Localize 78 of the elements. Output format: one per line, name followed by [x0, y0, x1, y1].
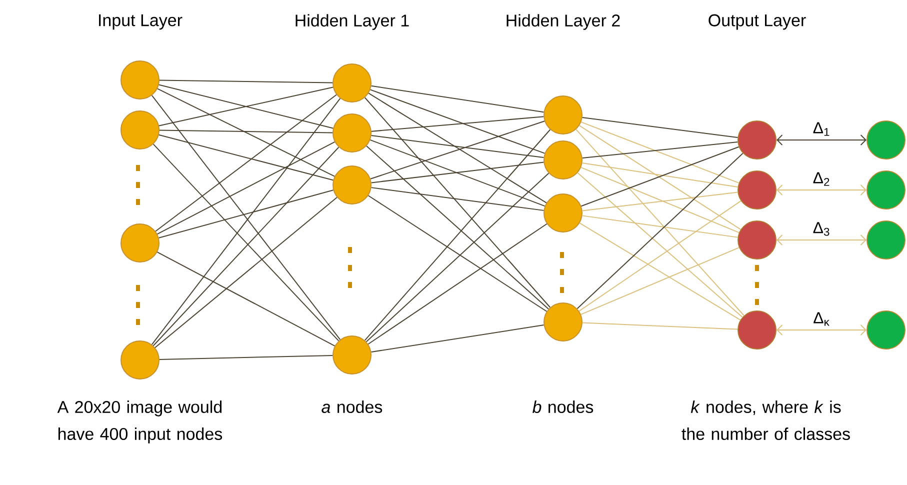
layer-title: Output Layer	[708, 14, 806, 30]
connection-line	[154, 196, 338, 348]
hidden-node	[332, 166, 372, 204]
connection-line	[368, 223, 548, 345]
connection-line	[776, 184, 867, 196]
connection-line	[580, 146, 740, 207]
edge-label: Δ$_{1}$	[812, 121, 832, 137]
caption: k nodes, where k is the number of classes	[682, 400, 850, 440]
output-node	[738, 120, 776, 160]
connection-line	[370, 162, 544, 184]
connection-line	[159, 130, 333, 134]
connection-line	[577, 172, 743, 318]
connection-line	[580, 122, 740, 184]
connection-line	[582, 322, 738, 330]
connection-line	[776, 324, 867, 336]
layer-title: Hidden Layer 2	[506, 14, 620, 30]
input-node	[120, 340, 160, 380]
target-node	[866, 220, 906, 260]
input-node	[120, 60, 160, 100]
connection-line	[156, 141, 336, 235]
caption: A 20x20 image would have 400 input nodes	[57, 400, 222, 444]
connection-line	[159, 354, 334, 360]
connection-line	[370, 85, 544, 113]
connection-line	[776, 234, 867, 246]
target-node	[866, 120, 906, 160]
connection-line	[364, 129, 551, 341]
connection-line	[582, 142, 738, 158]
hidden-node	[332, 336, 372, 374]
connection-line	[370, 187, 544, 211]
hidden-node	[332, 114, 372, 152]
target-node	[866, 170, 906, 210]
connection-line	[156, 252, 336, 346]
output-node	[738, 310, 776, 350]
connection-line	[366, 172, 550, 342]
connection-line	[366, 146, 549, 310]
caption: b nodes	[532, 400, 594, 414]
output-node	[738, 220, 776, 260]
connection-line	[576, 152, 744, 310]
connection-line	[368, 92, 547, 204]
output-node	[738, 170, 776, 210]
connection-line	[364, 97, 551, 308]
connection-line	[368, 195, 548, 312]
connection-line	[159, 80, 333, 84]
input-node	[120, 110, 160, 150]
edge-label: Δ$_{2}$	[812, 171, 832, 187]
target-node	[866, 310, 906, 350]
connection-line	[582, 117, 738, 138]
connection-line	[158, 190, 334, 238]
connection-line	[579, 222, 741, 320]
connection-line	[578, 200, 742, 312]
connection-line	[582, 215, 738, 238]
connection-line	[370, 120, 545, 180]
hidden-node	[332, 64, 372, 102]
connection-line	[370, 134, 544, 158]
edge-label: Δ$_{3}$	[812, 221, 832, 237]
connection-line	[582, 162, 738, 188]
input-node	[120, 224, 160, 262]
connection-line	[370, 324, 544, 352]
connection-line	[580, 247, 740, 315]
hidden-node	[544, 140, 582, 180]
connection-line	[582, 192, 738, 212]
connection-line	[776, 134, 867, 146]
connection-line	[155, 94, 337, 232]
hidden-node	[544, 96, 582, 134]
hidden-node	[544, 194, 582, 232]
connection-line	[156, 88, 336, 177]
connection-line	[158, 134, 334, 181]
connection-line	[370, 139, 546, 207]
connection-line	[578, 125, 742, 230]
connection-line	[576, 128, 744, 316]
connection-line	[580, 166, 740, 234]
connection-line	[370, 116, 544, 132]
layer-title: Input Layer	[99, 14, 182, 30]
caption: a nodes	[322, 400, 382, 414]
edge-label: Δ$_{κ}$	[812, 311, 831, 327]
hidden-node	[544, 302, 582, 342]
layer-title: Hidden Layer 1	[296, 14, 409, 30]
connection-line	[370, 89, 546, 154]
